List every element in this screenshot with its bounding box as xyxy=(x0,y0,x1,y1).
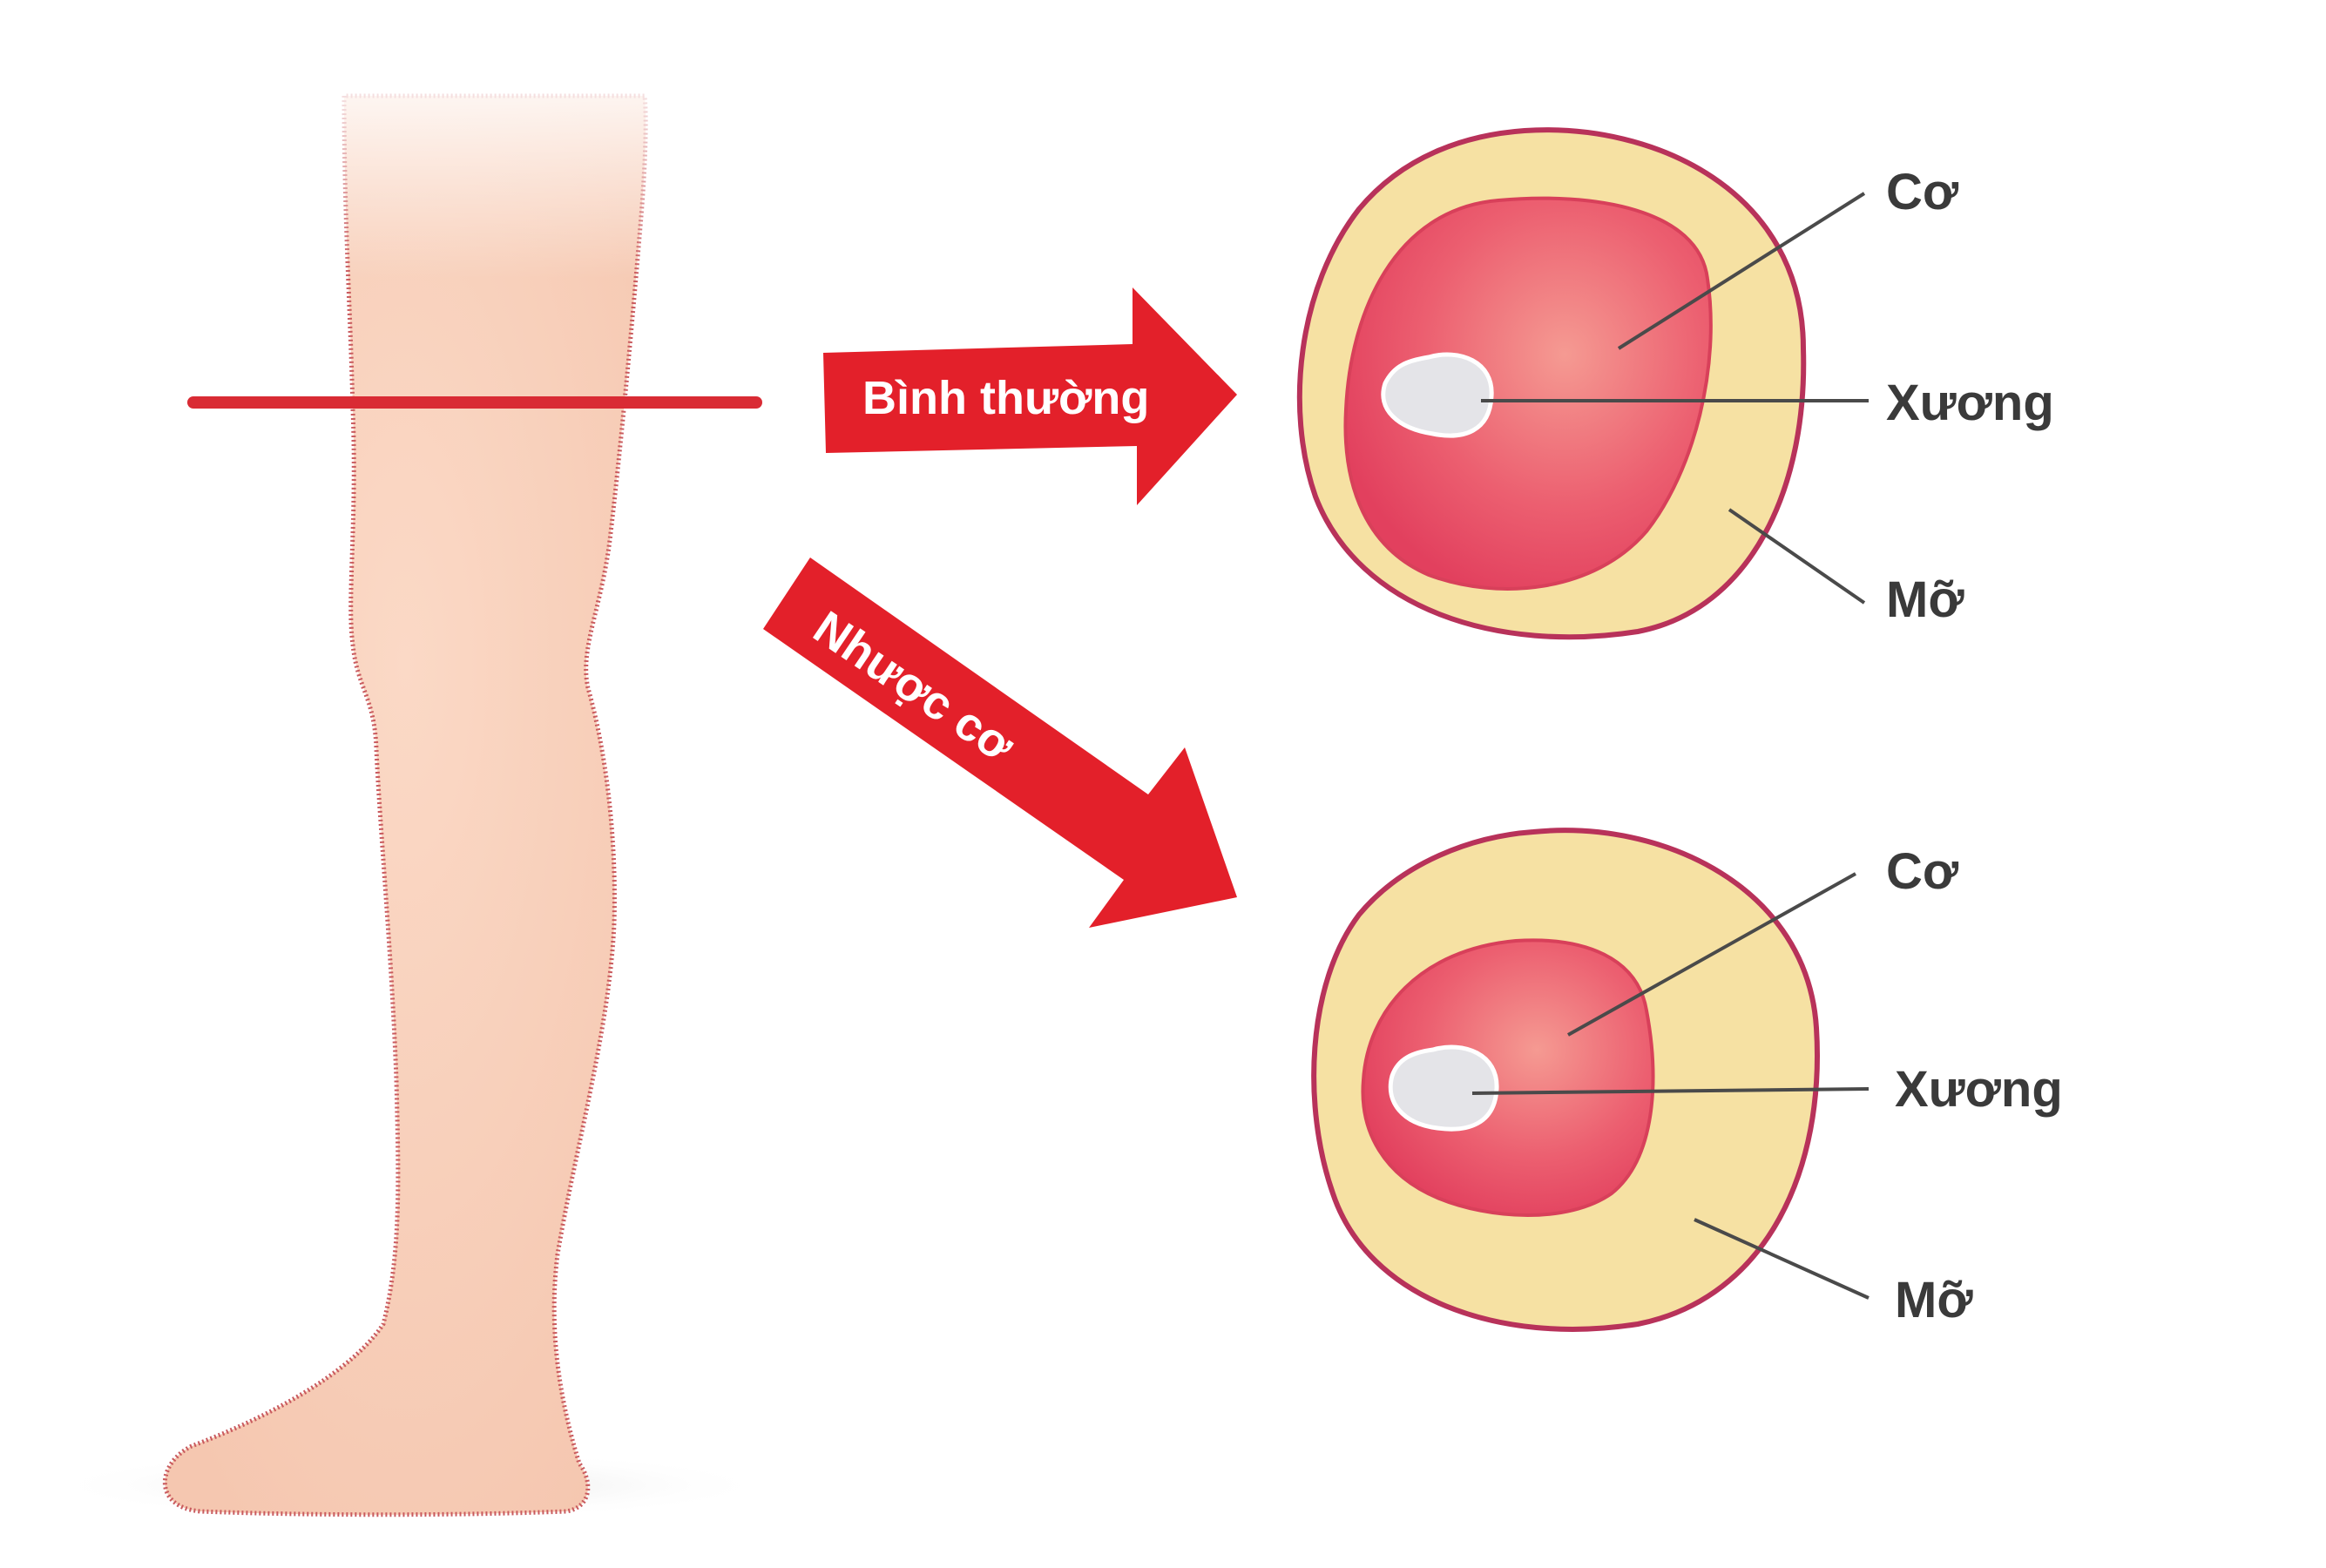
atrophy-cross-section: Cơ Xương Mỡ xyxy=(1311,828,2063,1332)
leg-top-fade xyxy=(314,52,680,279)
normal-cross-section: Cơ Xương Mỡ xyxy=(1296,127,2054,640)
atrophy-arrow-shape xyxy=(763,558,1237,928)
normal-bone xyxy=(1381,352,1494,438)
normal-fat-leader xyxy=(1728,508,1866,605)
atrophy-muscle-layer xyxy=(1361,938,1655,1217)
atrophy-muscle-leader xyxy=(1567,872,1856,1037)
atrophy-muscle-label: Cơ xyxy=(1886,843,1959,900)
normal-muscle-label: Cơ xyxy=(1886,164,1959,220)
normal-arrow: Bình thường xyxy=(823,287,1237,505)
normal-bone-label: Xương xyxy=(1886,375,2054,431)
atrophy-fat-label: Mỡ xyxy=(1895,1272,1973,1328)
atrophy-bone xyxy=(1388,1044,1499,1132)
normal-muscle-leader xyxy=(1617,192,1866,350)
normal-arrow-label: Bình thường xyxy=(862,372,1149,424)
atrophy-bone-leader xyxy=(1471,1087,1870,1095)
leg-shape xyxy=(162,93,648,1517)
normal-arrow-shape xyxy=(823,287,1237,505)
normal-fat-label: Mỡ xyxy=(1886,571,1964,628)
normal-muscle-layer xyxy=(1343,196,1713,591)
atrophy-arrow: Nhược cơ xyxy=(763,558,1237,928)
leg-illustration xyxy=(44,52,775,1520)
atrophy-fat-leader xyxy=(1694,1218,1870,1300)
atrophy-bone-label: Xương xyxy=(1895,1061,2063,1118)
